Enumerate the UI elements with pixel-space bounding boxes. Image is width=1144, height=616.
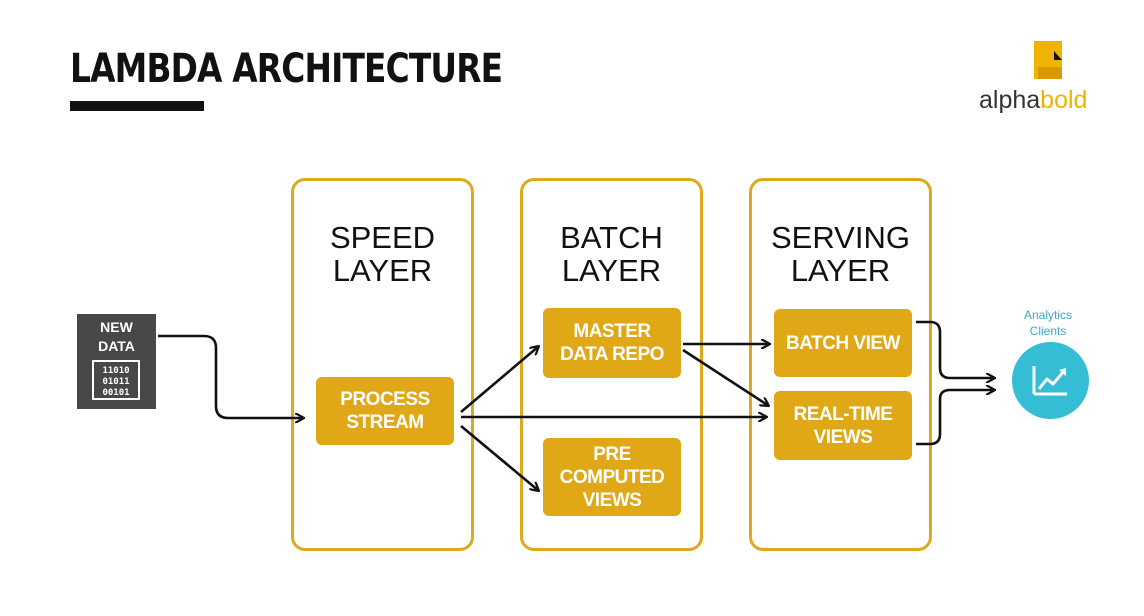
title-underline bbox=[70, 101, 204, 111]
logo-text-alpha: alpha bbox=[979, 86, 1041, 114]
alphabold-logo: alphabold bbox=[979, 86, 1087, 115]
master-data-repo-box: MASTER DATA REPO bbox=[543, 308, 681, 378]
svg-text:01011: 01011 bbox=[102, 377, 129, 387]
batch-layer-title: BATCH LAYER bbox=[560, 220, 663, 288]
analytics-clients-label: Analytics Clients bbox=[1023, 308, 1073, 338]
binary-data-icon: 11010 01011 00101 bbox=[92, 360, 140, 400]
speed-layer-title: SPEED LAYER bbox=[329, 220, 436, 288]
svg-text:00101: 00101 bbox=[102, 388, 129, 398]
trend-chart-icon bbox=[1032, 366, 1067, 396]
arrow-batch-view-to-analytics bbox=[916, 320, 995, 378]
new-data-source: NEW DATA 11010 01011 00101 bbox=[77, 314, 156, 409]
process-stream-box: PROCESS STREAM bbox=[316, 377, 454, 445]
batch-view-box: BATCH VIEW bbox=[774, 309, 912, 377]
logo-text-bold: bold bbox=[1040, 86, 1088, 114]
real-time-views-box: REAL-TIME VIEWS bbox=[774, 391, 912, 460]
arrow-new-data-to-process-stream bbox=[158, 334, 304, 418]
arrow-master-data-repo-to-real-time-views bbox=[682, 348, 769, 406]
analytics-clients-node bbox=[1012, 342, 1089, 419]
serving-layer-title: SERVING LAYER bbox=[771, 220, 910, 288]
arrow-process-stream-to-pre-computed-views bbox=[460, 425, 539, 491]
arrow-real-time-views-to-analytics bbox=[916, 390, 995, 446]
pre-computed-views-box: PRE COMPUTED VIEWS bbox=[543, 438, 681, 516]
page-title: LAMBDA ARCHITECTURE bbox=[70, 46, 503, 92]
new-data-label: NEW DATA bbox=[98, 319, 135, 354]
svg-text:11010: 11010 bbox=[102, 366, 129, 376]
arrow-process-stream-to-master-data-repo bbox=[460, 346, 539, 413]
alphabold-logo-icon bbox=[1034, 41, 1062, 79]
speed-layer-panel: SPEED LAYER bbox=[291, 178, 474, 551]
